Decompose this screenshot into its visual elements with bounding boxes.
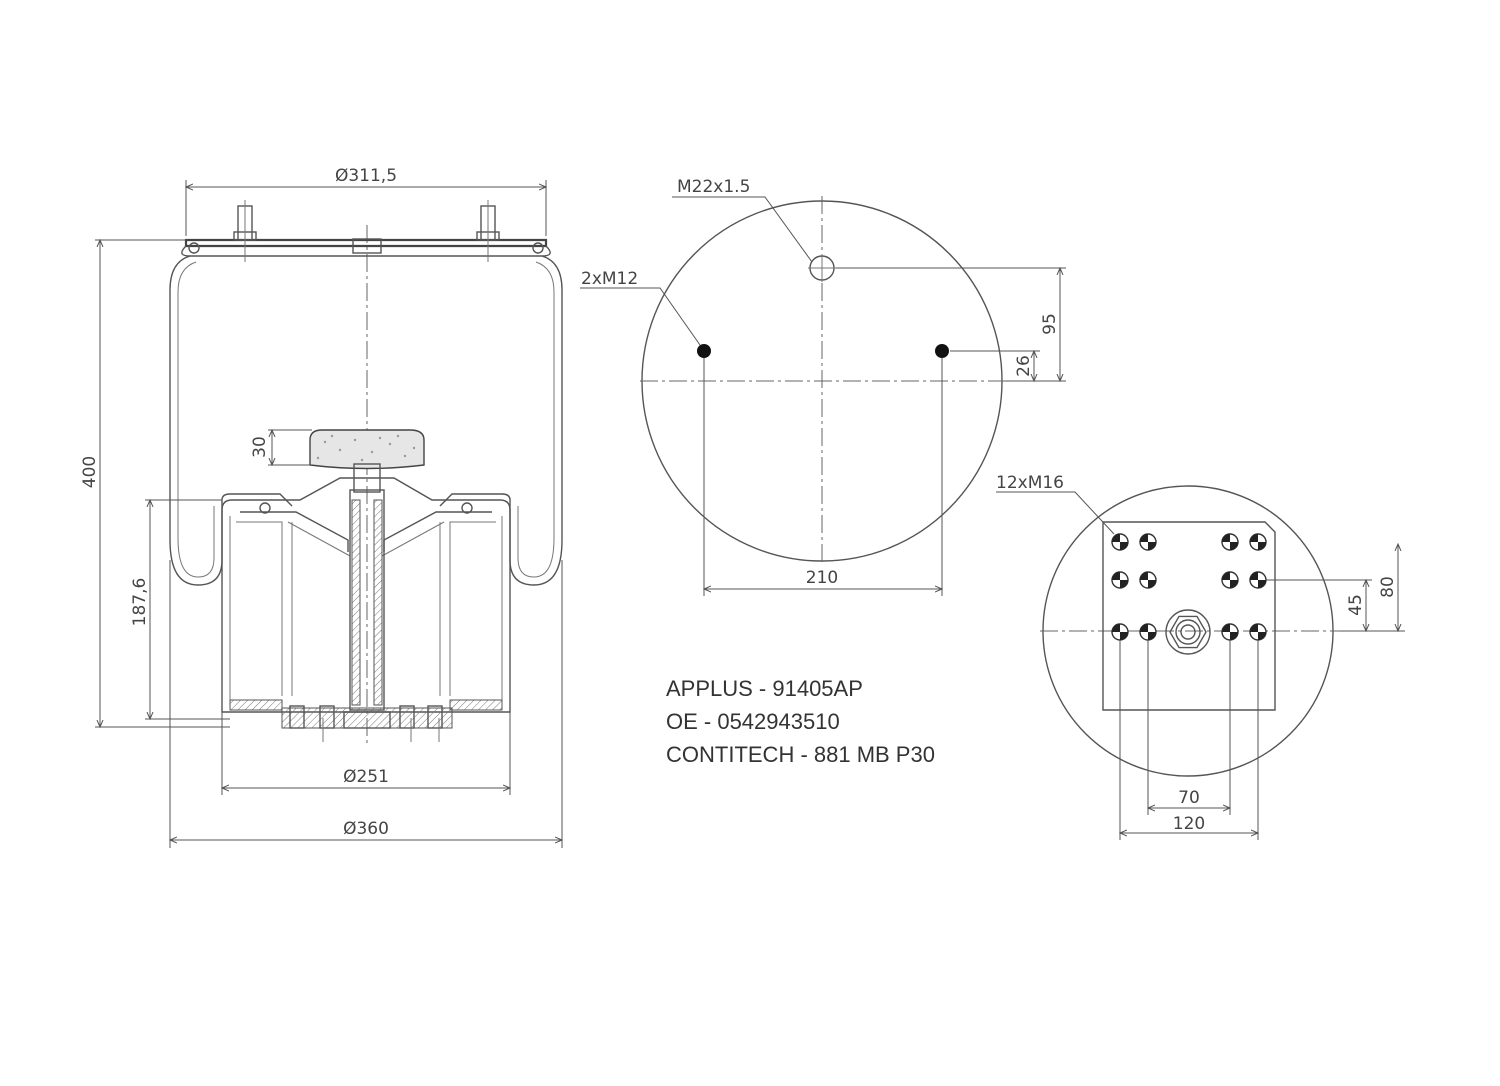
dim-height: 400	[80, 456, 100, 488]
bellow-contour	[169, 255, 563, 586]
part-info: APPLUS - 91405AP OE - 0542943510 CONTITE…	[666, 676, 935, 767]
dim-top-spacing: 210	[806, 568, 838, 588]
m16-hole	[1249, 533, 1267, 551]
dim-bumper-height: 30	[250, 436, 270, 458]
dim-bottom-45: 45	[1346, 594, 1366, 616]
m16-hole	[1249, 571, 1267, 589]
label-bottom-bolts: 12xM16	[996, 473, 1064, 493]
top-plate	[184, 238, 548, 248]
dim-bottom-70: 70	[1178, 788, 1200, 808]
side-view: Ø311,5 400 187,6 30 Ø251 Ø360	[80, 166, 562, 848]
bumper	[309, 429, 425, 470]
m16-hole	[1221, 533, 1239, 551]
m16-hole	[1111, 623, 1129, 641]
center-nut	[1165, 609, 1211, 655]
label-top-bolts: 2xM12	[581, 269, 638, 289]
m16-holes	[1111, 533, 1267, 641]
top-stud-right	[476, 200, 500, 262]
bottom-view: 12xM16 45 80 70 120	[996, 473, 1405, 840]
label-top-thread: M22x1.5	[677, 177, 750, 197]
top-stud-left	[233, 200, 257, 262]
dim-bottom-120: 120	[1173, 814, 1205, 834]
m16-hole	[1249, 623, 1267, 641]
m16-hole	[1111, 533, 1129, 551]
m16-hole	[1139, 533, 1157, 551]
part-number-applus: APPLUS - 91405AP	[666, 676, 863, 701]
bolt-hole-right	[935, 344, 949, 358]
part-number-contitech: CONTITECH - 881 MB P30	[666, 742, 935, 767]
base-plate	[281, 707, 453, 729]
dim-top-26: 26	[1014, 355, 1034, 377]
dim-top-diameter: Ø311,5	[335, 166, 397, 186]
bolt-hole-left	[697, 344, 711, 358]
part-number-oe: OE - 0542943510	[666, 709, 840, 734]
m16-hole	[1139, 623, 1157, 641]
dim-piston-height: 187,6	[130, 578, 150, 627]
center-rod	[349, 489, 385, 711]
piston-body	[221, 477, 511, 713]
m16-hole	[1139, 571, 1157, 589]
m16-hole	[1111, 571, 1129, 589]
m16-hole	[1221, 623, 1239, 641]
air-inlet	[352, 238, 382, 254]
m16-hole	[1221, 571, 1239, 589]
dim-top-95: 95	[1040, 313, 1060, 335]
top-plate-view: M22x1.5 2xM12 95 26 210	[580, 177, 1066, 596]
dim-bellow-diameter: Ø360	[343, 819, 389, 839]
mounting-plate	[1102, 521, 1276, 711]
dim-bottom-80: 80	[1378, 576, 1398, 598]
dim-piston-diameter: Ø251	[343, 767, 389, 787]
